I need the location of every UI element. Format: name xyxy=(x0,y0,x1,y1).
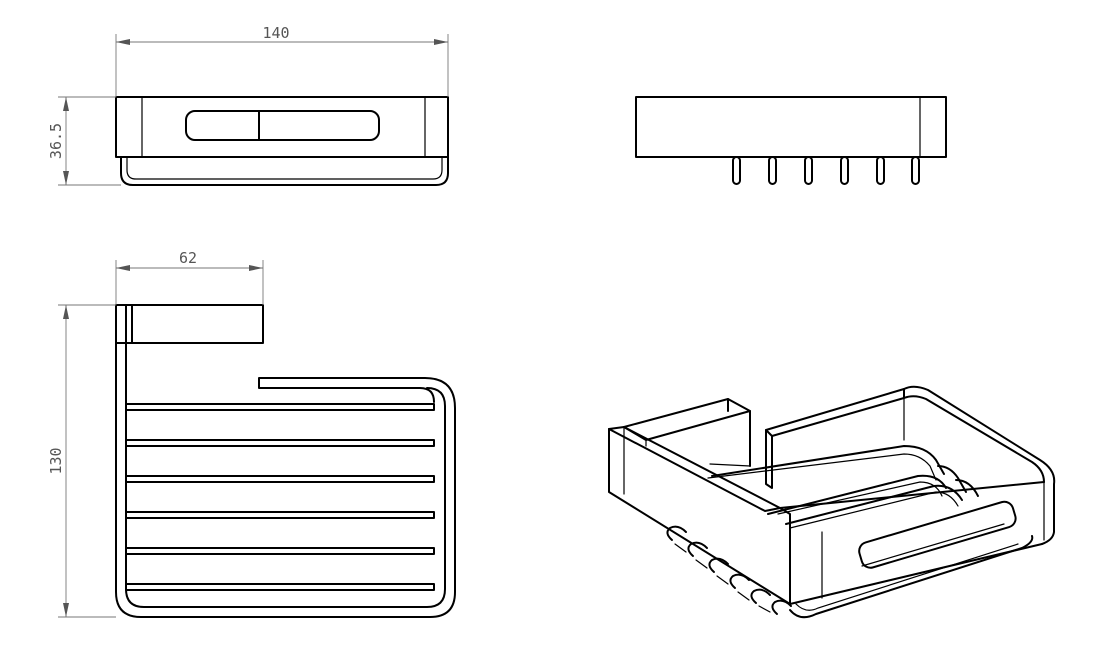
dimension-height-side: 130 xyxy=(47,304,116,618)
dimension-label-130: 130 xyxy=(47,447,65,474)
side-view xyxy=(635,96,947,185)
isometric-view xyxy=(608,385,1056,619)
dimension-label-140: 140 xyxy=(262,24,289,42)
dimension-width-top: 140 xyxy=(115,24,449,97)
plan-view xyxy=(115,304,456,618)
dimension-height-top: 36.5 xyxy=(47,96,121,186)
side-view-wire-ends xyxy=(732,156,920,185)
iso-back-plate xyxy=(765,388,905,489)
dimension-label-36-5: 36.5 xyxy=(47,123,65,159)
front-view xyxy=(115,96,449,186)
dimension-label-62: 62 xyxy=(179,249,197,267)
plan-view-slats xyxy=(125,403,435,591)
iso-bracket xyxy=(623,398,751,467)
iso-inner-slats xyxy=(707,445,979,529)
dimension-width-side: 62 xyxy=(115,249,264,305)
